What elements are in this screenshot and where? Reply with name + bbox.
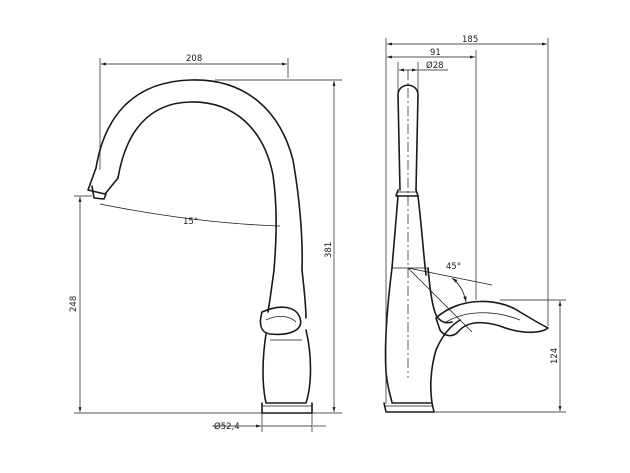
base-diameter-label: Ø52,4 — [214, 421, 240, 432]
side-view: 45° 185 91 Ø28 124 — [383, 35, 566, 413]
dimension-91: 91 — [387, 48, 477, 300]
total-height-label: 381 — [324, 242, 334, 258]
spout-depth-label: 91 — [430, 48, 441, 58]
front-faucet-outline — [87, 79, 313, 414]
spout-angle-label: 15° — [183, 217, 198, 227]
dimension-248: 248 — [69, 195, 262, 414]
outlet-height-label: 248 — [69, 296, 79, 312]
spout-diameter-label: Ø28 — [426, 60, 444, 71]
front-view: 15° 208 248 381 Ø52 — [69, 54, 342, 432]
side-faucet-outline — [383, 84, 549, 413]
dimension-124: 124 — [434, 299, 566, 413]
lever-angle-label: 45° — [446, 262, 461, 272]
dimension-spout-diameter: Ø28 — [397, 60, 448, 92]
dimension-base-diameter: Ø52,4 — [212, 413, 326, 432]
spout-reach-label: 208 — [186, 54, 202, 64]
dimension-208: 208 — [99, 54, 289, 170]
dimension-185: 185 — [385, 35, 549, 404]
lever-height-label: 124 — [550, 348, 560, 364]
spout-angle-line — [99, 203, 281, 227]
dimension-381: 381 — [215, 79, 342, 414]
total-depth-label: 185 — [462, 35, 478, 45]
lever-angle: 45° — [407, 262, 493, 333]
